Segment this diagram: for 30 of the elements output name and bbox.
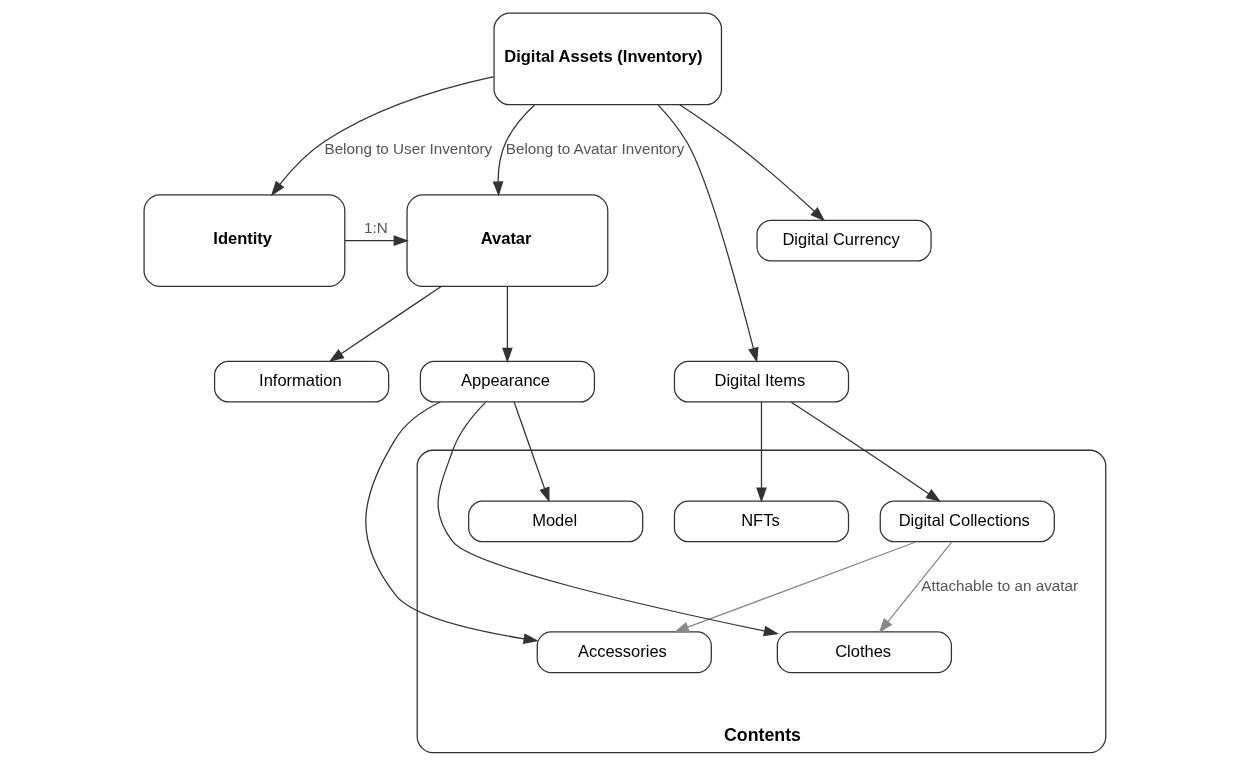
node-box: Digital Assets (Inventory) <box>493 12 723 106</box>
node-box: Avatar <box>406 194 609 287</box>
arrow <box>492 104 536 197</box>
node-box: Model <box>468 500 644 543</box>
node-box: NFTs <box>673 500 850 543</box>
arrow <box>328 285 442 363</box>
node-box: Accessories <box>536 631 712 674</box>
node-box: Appearance <box>419 360 596 403</box>
edge-label: Attachable to an avatar <box>921 576 1079 594</box>
arrow <box>365 401 539 644</box>
arrow <box>344 235 409 246</box>
edge-label: 1:N <box>364 218 388 236</box>
edge-label: Belong to Avatar Inventory <box>505 139 685 157</box>
arrow <box>878 541 953 634</box>
node-box: Clothes <box>776 631 953 674</box>
arrow <box>790 401 942 503</box>
arrow <box>437 401 780 637</box>
node-box: Identity <box>143 194 346 287</box>
arrow <box>513 401 550 503</box>
edge-label: Belong to User Inventory <box>324 139 493 157</box>
node-box: Digital Items <box>673 360 850 403</box>
node-box: Digital Currency <box>756 219 932 262</box>
arrow <box>679 104 826 222</box>
node-box: Information <box>213 360 390 403</box>
arrow <box>270 76 495 197</box>
arrow <box>657 104 759 363</box>
arrow <box>502 285 513 363</box>
arrow <box>756 401 767 503</box>
node-box: Digital Collections <box>879 500 1055 543</box>
arrow <box>673 541 917 633</box>
